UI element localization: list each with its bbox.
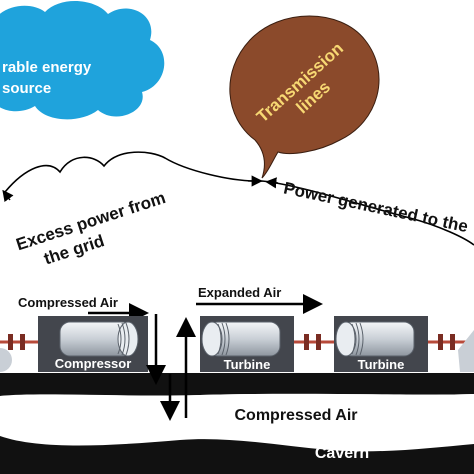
compressed-air-cavern-label: Compressed Air <box>235 407 358 424</box>
cavern-label: Cavern <box>315 445 369 462</box>
turbine-unit-1: Turbine <box>200 316 294 372</box>
shaft-couplings <box>8 334 455 350</box>
turbine-1-label: Turbine <box>224 357 271 372</box>
grid-power-curve <box>4 151 474 246</box>
motor-stub-left <box>0 348 12 372</box>
generated-label: Power generated to the <box>282 178 470 236</box>
ground-layer <box>0 373 474 396</box>
grid-node-arrows <box>2 175 279 203</box>
compressed-air-top-label: Compressed Air <box>18 295 118 310</box>
cloud-shape <box>0 0 165 120</box>
generator-stub-right <box>458 330 474 372</box>
renewable-energy-cloud: rable energy source <box>0 0 165 120</box>
bubble-shape <box>229 15 380 179</box>
transmission-lines-bubble: Transmission lines <box>229 15 380 179</box>
turbine-2-label: Turbine <box>358 357 405 372</box>
excess-power-label: Excess power from the grid <box>14 188 168 268</box>
cloud-label-line1: rable energy <box>2 59 92 76</box>
compressor-unit: Compressor <box>38 316 148 372</box>
compressor-label: Compressor <box>55 356 132 371</box>
cloud-label-line2: source <box>2 80 51 97</box>
expanded-air-label: Expanded Air <box>198 285 281 300</box>
cavern-floor <box>0 436 474 474</box>
power-generated-label: Power generated to the <box>282 178 470 236</box>
turbine-unit-2: Turbine <box>334 316 428 372</box>
